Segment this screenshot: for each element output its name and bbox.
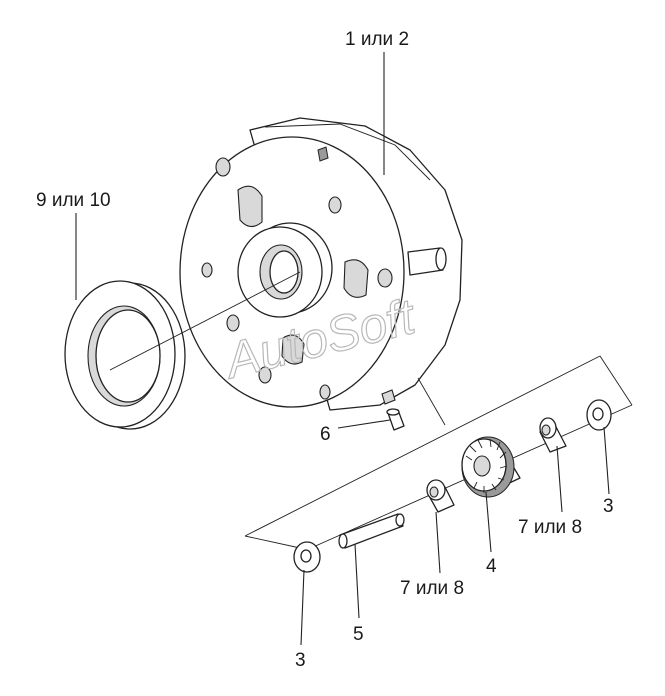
- bushing-right-part: [539, 417, 567, 453]
- callout-part-7-8-right: 7 или 8: [518, 517, 582, 538]
- callout-part-7-8-lower: 7 или 8: [400, 578, 464, 599]
- thrust-washer-right-part: [586, 399, 612, 431]
- bushing-lower-part: [426, 479, 455, 513]
- plug-part: [386, 408, 405, 431]
- callout-part-5: 5: [353, 624, 364, 645]
- shaft-pin-part: [338, 513, 405, 549]
- pump-housing-part: [179, 117, 463, 411]
- leader-lines: [75, 52, 610, 646]
- callout-part-9-10: 9 или 10: [36, 190, 111, 211]
- callout-part-4: 4: [486, 556, 497, 577]
- seal-ring-part: [64, 280, 186, 430]
- callout-part-3-right: 3: [603, 496, 614, 517]
- gear-part: [461, 436, 521, 498]
- thrust-washer-left-part: [293, 541, 321, 573]
- callout-part-1-2: 1 или 2: [345, 29, 409, 50]
- callout-part-3-left: 3: [295, 650, 306, 671]
- callout-part-6: 6: [320, 424, 331, 445]
